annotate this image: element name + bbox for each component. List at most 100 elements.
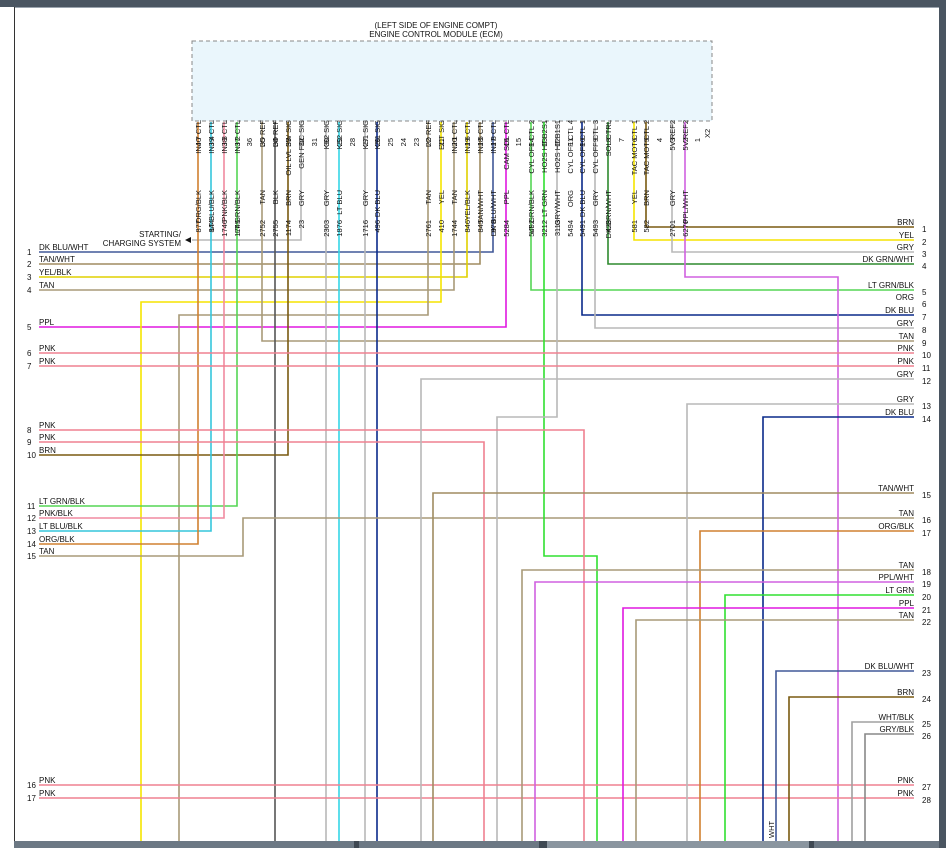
- pin-function-label: CYL OFF CTL 4: [566, 120, 575, 174]
- left-row-label: ORG/BLK: [39, 535, 75, 544]
- pin-circuit-label: 2761: [424, 220, 433, 237]
- pin-number-label: 40: [194, 138, 203, 146]
- pin-number-label: 37: [233, 138, 242, 146]
- pin-circuit-label: 428: [604, 220, 613, 233]
- left-row-number: 17: [27, 794, 36, 803]
- right-row-number: 13: [922, 402, 931, 411]
- wire-ecm-to-left-2: [39, 122, 481, 265]
- pin-number-label: 30: [322, 138, 331, 146]
- pin-function-label: INJ 6 CTL: [463, 120, 472, 154]
- right-row-number: 14: [922, 415, 931, 424]
- pin-number-label: 31: [310, 138, 319, 146]
- wire-pin13: [543, 122, 598, 841]
- wire-ecm-to-left-5: [39, 122, 507, 328]
- pin-circuit-label: 5493: [591, 220, 600, 237]
- pin-wire-color-label: GRY/WHT: [553, 190, 562, 226]
- wire-pin8: [607, 122, 914, 265]
- pin-function-label: INJ 1 CTL: [450, 120, 459, 154]
- pin-number-label: 18: [476, 138, 485, 146]
- pin-function-label: INJ 4 CTL: [207, 120, 216, 154]
- left-row-number: 13: [27, 527, 36, 536]
- window-top-bar: [0, 0, 946, 8]
- pin-function-label: KS2 SIG: [322, 120, 331, 149]
- pin-function-label: CYL OFF CTL 2: [527, 120, 536, 174]
- right-row-number: 10: [922, 351, 931, 360]
- pin-circuit-label: 846: [463, 220, 472, 233]
- wire-left9: [39, 441, 485, 841]
- right-row-number: 15: [922, 491, 931, 500]
- ecm-title-line-1: (LEFT SIDE OF ENGINE COMPT): [375, 21, 498, 30]
- right-row-number: 3: [922, 250, 927, 259]
- wire-pin37: [39, 122, 238, 507]
- pin-number-label: 33: [284, 138, 293, 146]
- pin-number-label: 21: [437, 138, 446, 146]
- ecm-title-line-2: ENGINE CONTROL MODULE (ECM): [369, 30, 503, 39]
- right-row-label: TAN/WHT: [878, 484, 914, 493]
- right-row-label: PNK: [898, 789, 915, 798]
- pin-circuit-label: 1876: [335, 220, 344, 237]
- wire-pin21: [140, 122, 442, 841]
- wire-right12: [420, 378, 914, 841]
- right-row-label: PPL: [899, 599, 915, 608]
- pin-number-label: 23: [412, 138, 421, 146]
- left-row-number: 1: [27, 248, 32, 257]
- pin-function-label: INJ 7 CTL: [194, 120, 203, 154]
- pin-wire-color-label: PPL: [502, 190, 511, 204]
- pin-wire-color-label: YEL: [630, 190, 639, 204]
- pin-circuit-label: 1744: [450, 220, 459, 237]
- right-row-label: BRN: [897, 688, 914, 697]
- right-row-number: 2: [922, 238, 927, 247]
- right-row-label: TAN: [899, 561, 915, 570]
- right-row-number: 18: [922, 568, 931, 577]
- pin-wire-color-label: YEL: [437, 190, 446, 204]
- wire-left8: [39, 429, 585, 841]
- pin-wire-color-label: ORG/BLK: [194, 190, 203, 223]
- left-row-label: DK BLU/WHT: [39, 243, 88, 252]
- connector-x2-label: X2: [703, 129, 712, 138]
- right-row-label: WHT/BLK: [878, 713, 914, 722]
- pin-number-label: 9: [591, 138, 600, 142]
- right-row-label: GRY: [897, 319, 915, 328]
- pin-number-label: 17: [489, 138, 498, 146]
- pin-function-label: KS1 SIG: [373, 120, 382, 149]
- wire-right24: [788, 696, 914, 841]
- right-row-label: TAN: [899, 611, 915, 620]
- wire-ecm-to-left-4: [39, 122, 455, 291]
- pin-number-label: 28: [348, 138, 357, 146]
- right-row-number: 4: [922, 262, 927, 271]
- wire-right18: [521, 569, 914, 841]
- left-row-label: PNK: [39, 789, 56, 798]
- pin-number-label: 38: [220, 138, 229, 146]
- left-row-number: 16: [27, 781, 36, 790]
- right-row-number: 19: [922, 580, 931, 589]
- left-row-label: PNK: [39, 776, 56, 785]
- pin-function-label: TAC MOT CTL 1: [630, 120, 639, 175]
- left-row-label: TAN: [39, 281, 55, 290]
- pin-circuit-label: 1716: [361, 220, 370, 237]
- left-row-label: PPL: [39, 318, 55, 327]
- left-row-label: PNK: [39, 433, 56, 442]
- wire-pin3: [671, 122, 914, 253]
- pin-wire-color-label: LT GRN/BLK: [233, 190, 242, 233]
- pin-number-label: 32: [297, 138, 306, 146]
- pin-number-label: 15: [514, 138, 523, 146]
- pin-number-label: 5: [642, 138, 651, 142]
- pin-circuit-label: 2755: [271, 220, 280, 237]
- pin-number-label: 19: [463, 138, 472, 146]
- pin-circuit-label: 3212: [540, 220, 549, 237]
- right-row-label: PNK: [898, 344, 915, 353]
- pin-number-label: 29: [335, 138, 344, 146]
- pin-number-label: 3: [668, 138, 677, 142]
- left-row-label: PNK: [39, 344, 56, 353]
- wire-pin22: [178, 122, 429, 841]
- pin-wire-color-label: DK BLU: [373, 190, 382, 217]
- wire-pin33: [39, 122, 289, 456]
- pin-wire-color-label: TAN: [424, 190, 433, 204]
- left-row-label: TAN: [39, 547, 55, 556]
- page-left-margin: [0, 7, 15, 848]
- left-row-number: 4: [27, 286, 32, 295]
- wire-pin11: [570, 122, 914, 302]
- window-right-scrollbar[interactable]: [939, 7, 946, 848]
- pin-wire-color-label: TAN: [258, 190, 267, 204]
